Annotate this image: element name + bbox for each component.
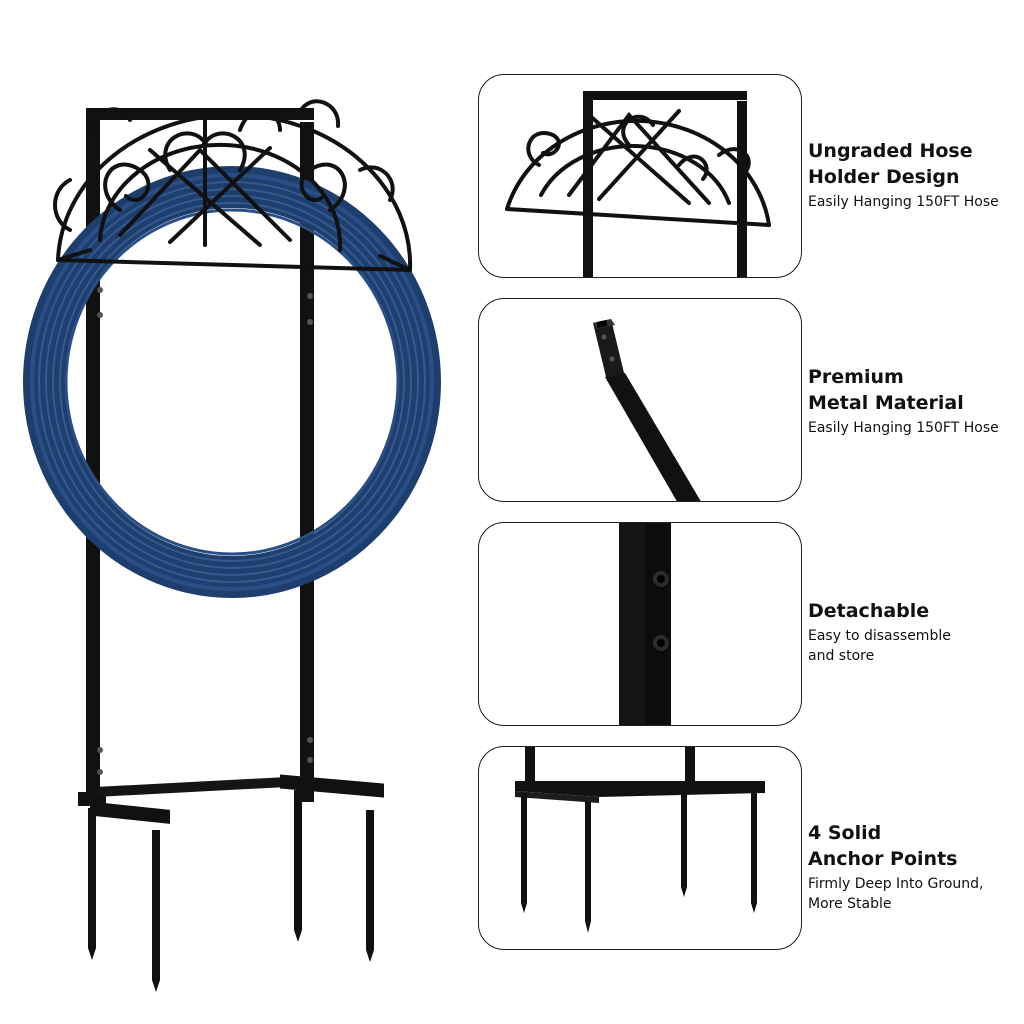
feature-anchor: 4 Solid Anchor Points Firmly Deep Into G… <box>808 820 1024 914</box>
feature-title: Detachable <box>808 600 930 622</box>
feature-desc: Firmly Deep Into Ground, More Stable <box>808 876 984 912</box>
bolt-joint-detail-icon <box>619 523 671 725</box>
feature-title: Premium Metal Material <box>808 366 964 414</box>
feature-card-hose-holder <box>478 74 802 278</box>
feature-hose-holder: Ungraded Hose Holder Design Easily Hangi… <box>808 138 1024 212</box>
feature-card-detachable <box>478 522 802 726</box>
feature-desc: Easily Hanging 150FT Hose <box>808 420 999 436</box>
feature-card-anchor <box>478 746 802 950</box>
hose-holder-stand-illustration <box>23 99 441 992</box>
metal-tube-detail-icon <box>593 319 701 501</box>
feature-metal: Premium Metal Material Easily Hanging 15… <box>808 364 1024 438</box>
product-image <box>0 60 470 1000</box>
feature-desc: Easily Hanging 150FT Hose <box>808 194 999 210</box>
feature-desc: Easy to disassemble and store <box>808 628 951 664</box>
hose-holder-arch-detail-icon <box>505 91 771 277</box>
feature-title: Ungraded Hose Holder Design <box>808 140 973 188</box>
ground-stakes-detail-icon <box>515 747 765 933</box>
feature-card-metal <box>478 298 802 502</box>
feature-title: 4 Solid Anchor Points <box>808 822 958 870</box>
feature-detachable: Detachable Easy to disassemble and store <box>808 598 1024 666</box>
